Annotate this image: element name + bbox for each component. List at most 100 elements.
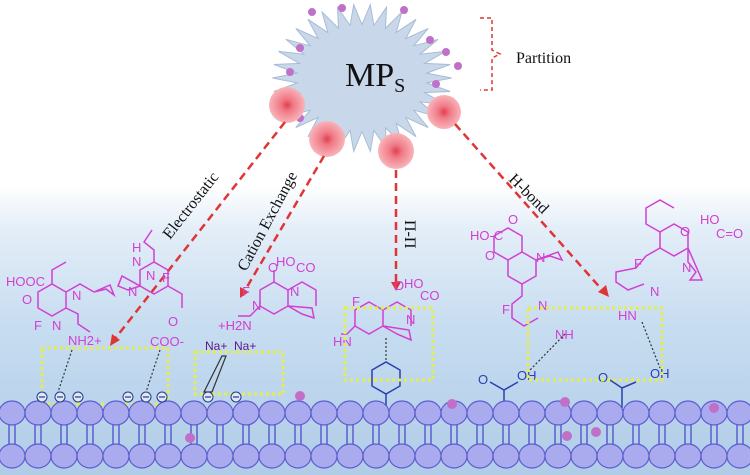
dot <box>442 48 450 56</box>
svg-text:F: F <box>34 318 42 333</box>
lipid-head <box>258 400 286 426</box>
svg-text:N: N <box>682 260 691 275</box>
lipid-head <box>414 400 442 426</box>
lipid-head <box>232 400 260 426</box>
svg-text:F: F <box>242 284 250 299</box>
lipid-head <box>674 400 702 426</box>
negative-charges <box>36 391 242 403</box>
svg-text:Na+: Na+ <box>205 339 227 353</box>
lipid-head <box>0 400 26 426</box>
svg-text:N: N <box>52 318 61 333</box>
svg-text:HOOC: HOOC <box>6 274 45 289</box>
lipid-head <box>180 400 208 426</box>
lipid-head <box>570 400 598 426</box>
lipid-head <box>700 443 728 469</box>
dot <box>426 36 434 44</box>
lipid-head <box>466 443 494 469</box>
svg-text:C=O: C=O <box>716 226 743 241</box>
lipid-head <box>362 443 390 469</box>
svg-text:F: F <box>352 294 360 309</box>
svg-text:O: O <box>394 278 404 293</box>
bead <box>427 95 461 129</box>
svg-text:Na+: Na+ <box>234 339 256 353</box>
svg-text:N: N <box>290 284 299 299</box>
svg-text:O: O <box>478 372 488 387</box>
cation-exchange-arrow <box>242 155 326 293</box>
lipid-head <box>102 443 130 469</box>
molecule-labels: HOOC O N F N NH2+ H N N F N O COO- HO CO… <box>6 212 743 387</box>
lipid-head <box>206 400 234 426</box>
cell-membrane-bilayer <box>0 391 750 469</box>
dot <box>296 44 304 52</box>
pollutant-dot <box>447 399 457 409</box>
svg-text:HO-C: HO-C <box>470 228 503 243</box>
svg-text:O: O <box>680 224 690 239</box>
lipid-head <box>570 443 598 469</box>
svg-text:N: N <box>132 254 141 269</box>
svg-text:HO: HO <box>404 276 424 291</box>
pi-pi-box <box>343 306 435 382</box>
pollutant-dot <box>709 403 719 413</box>
lipid-head <box>50 400 78 426</box>
h-bond-box <box>526 306 664 382</box>
svg-text:HO: HO <box>276 254 296 269</box>
pollutant-dot <box>295 391 305 401</box>
lipid-head <box>284 400 312 426</box>
svg-text:CO: CO <box>296 260 316 275</box>
electrostatic-box <box>40 346 170 406</box>
lipid-head <box>76 400 104 426</box>
svg-text:N: N <box>128 284 137 299</box>
pollutant-dot <box>185 433 195 443</box>
lipid-head <box>726 400 750 426</box>
lipid-head <box>24 400 52 426</box>
membrane-functional-groups <box>371 361 637 410</box>
lipid-head <box>414 443 442 469</box>
lipid-head <box>596 400 624 426</box>
lipid-head <box>128 400 156 426</box>
lipid-head <box>492 443 520 469</box>
lipid-head <box>440 443 468 469</box>
dot <box>400 6 408 14</box>
lipid-head <box>544 443 572 469</box>
svg-text:CO: CO <box>420 288 440 303</box>
dot <box>286 68 294 76</box>
svg-text:O: O <box>508 212 518 227</box>
svg-text:F: F <box>502 302 510 317</box>
svg-text:O: O <box>268 260 278 275</box>
svg-text:NH2+: NH2+ <box>68 333 102 348</box>
h-bond-arrow <box>454 123 605 293</box>
lipid-head <box>102 400 130 426</box>
interaction-bonds <box>57 321 661 393</box>
lipid-head <box>492 400 520 426</box>
lipid-head <box>76 443 104 469</box>
lipid-head <box>154 443 182 469</box>
lipid-head <box>518 443 546 469</box>
svg-text:+H2N: +H2N <box>218 318 252 333</box>
lipid-head <box>648 400 676 426</box>
bead <box>309 121 345 157</box>
molecule-skeletons <box>37 199 704 342</box>
lipid-head <box>128 443 156 469</box>
lipid-head <box>648 443 676 469</box>
svg-text:HO: HO <box>700 212 720 227</box>
arrowheads <box>110 282 609 346</box>
bead <box>269 87 305 123</box>
lipid-head <box>518 400 546 426</box>
dot <box>454 62 462 70</box>
lipid-head <box>726 443 750 469</box>
lipid-head <box>50 443 78 469</box>
lipid-head <box>154 400 182 426</box>
pi-pi-label: Π-Π <box>401 220 418 249</box>
lipid-head <box>362 400 390 426</box>
electrostatic-arrow <box>113 121 286 341</box>
svg-text:N: N <box>536 250 545 265</box>
lipid-head <box>232 443 260 469</box>
partition-label: Partition <box>516 50 571 67</box>
lipid-head <box>258 443 286 469</box>
svg-text:F: F <box>162 270 170 285</box>
lipid-head <box>180 443 208 469</box>
svg-text:N: N <box>146 268 155 283</box>
svg-text:O: O <box>168 314 178 329</box>
